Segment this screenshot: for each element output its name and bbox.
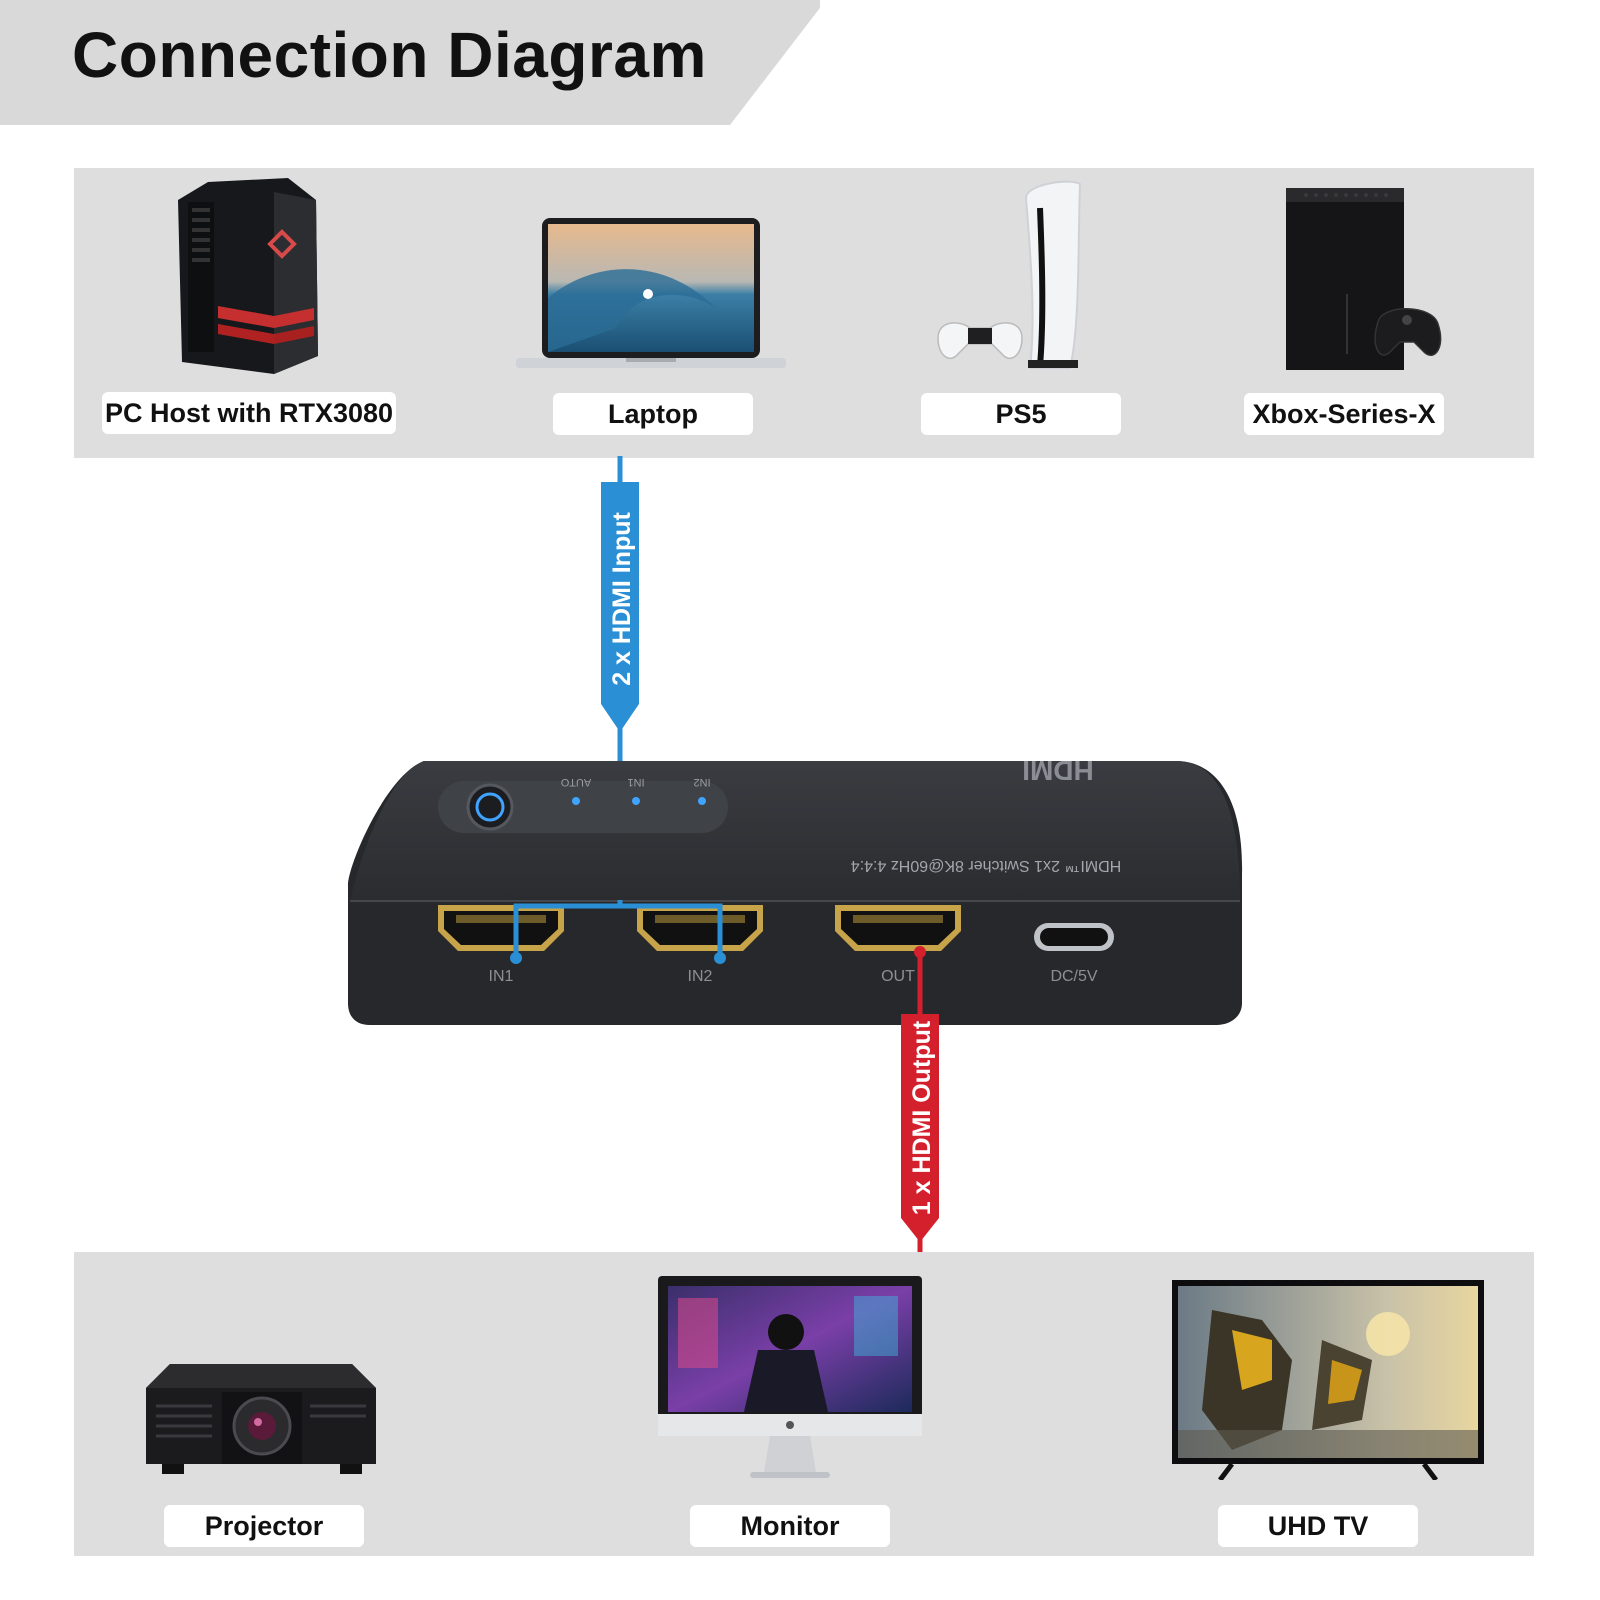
led-label-in2: IN2 (693, 776, 710, 788)
source-label-laptop: Laptop (553, 393, 753, 435)
hdmi-port-out (835, 905, 961, 951)
usb-c-power-port (1034, 923, 1114, 951)
hdmi-port-in1 (438, 905, 564, 951)
xbox-console-icon (1286, 188, 1442, 370)
hdmi-logo-text: HDMI (1022, 755, 1094, 786)
tv-icon (1172, 1280, 1484, 1480)
pc-tower-icon (178, 178, 318, 374)
display-label-monitor: Monitor (690, 1505, 890, 1547)
port-label-in2: IN2 (688, 968, 713, 985)
output-connection-arrow: 1 x HDMI Output (901, 946, 939, 1252)
output-arrow-label: 1 x HDMI Output (908, 1020, 936, 1215)
source-label-ps5: PS5 (921, 393, 1121, 435)
source-label-xbox: Xbox-Series-X (1244, 393, 1444, 435)
model-text: HDMI™ 2x1 Switcher 8K@60Hz 4:4:4 (851, 857, 1122, 874)
input-split-lines (510, 900, 726, 964)
hdmi-switcher-device: AUTO IN1 IN2 HDMI HDMI™ 2x1 Switcher 8K@… (348, 755, 1243, 1025)
ps5-console-icon (937, 180, 1082, 369)
port-label-dc: DC/5V (1050, 968, 1097, 985)
title-band (0, 0, 820, 125)
port-label-out: OUT (881, 968, 915, 985)
hdmi-port-in2 (637, 905, 763, 951)
led-label-auto: AUTO (560, 776, 591, 788)
display-label-projector: Projector (164, 1505, 364, 1547)
monitor-icon (658, 1276, 922, 1478)
diagram-title: Connection Diagram (72, 19, 707, 91)
projector-icon (146, 1364, 376, 1474)
port-label-in1: IN1 (489, 968, 514, 985)
input-arrow-label: 2 x HDMI Input (608, 512, 636, 686)
led-label-in1: IN1 (627, 776, 644, 788)
source-label-pc: PC Host with RTX3080 (102, 392, 396, 434)
laptop-icon (516, 218, 786, 368)
display-label-tv: UHD TV (1218, 1505, 1418, 1547)
